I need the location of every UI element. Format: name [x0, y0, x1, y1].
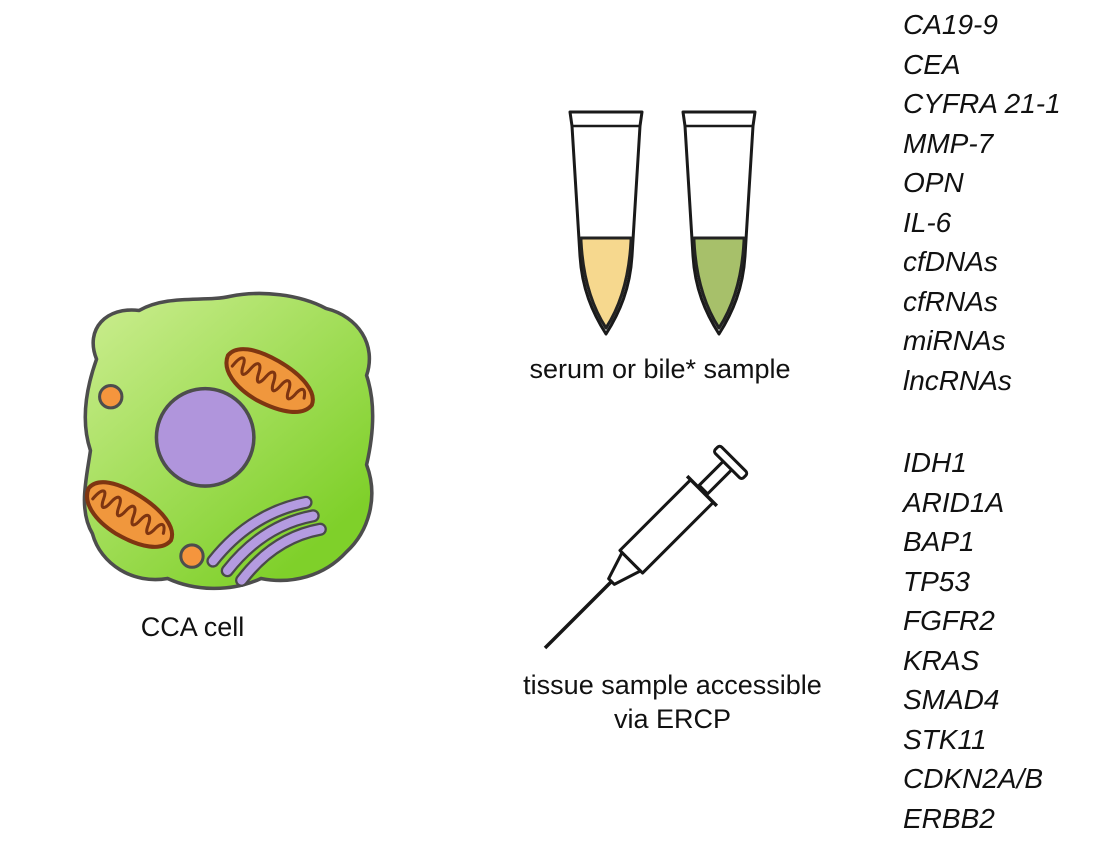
biomarker-item: CDKN2A/B — [903, 763, 1044, 794]
biomarker-item: cfDNAs — [903, 246, 998, 277]
golgi-band — [208, 498, 311, 566]
tube-serum — [568, 110, 644, 336]
serum-liquid — [579, 236, 633, 330]
serum-sample-label: serum or bile* sample — [529, 354, 791, 384]
golgi-apparatus — [206, 495, 327, 587]
biomarker-item: cfRNAs — [903, 285, 998, 317]
golgi-band — [237, 524, 325, 585]
biomarker-item: miRNAs — [903, 325, 1006, 356]
cell-label: CCA cell — [140, 612, 245, 642]
biomarker-item: IDH1 — [903, 447, 967, 478]
biomarker-item: lncRNAs — [903, 364, 1012, 396]
syringe-flange — [685, 474, 719, 508]
biomarker-item: ARID1A — [903, 486, 1005, 518]
golgi-band — [222, 511, 318, 575]
biomarker-item: KRAS — [903, 644, 980, 676]
biomarker-item: FGFR2 — [903, 605, 995, 636]
biomarker-item: BAP1 — [903, 526, 975, 557]
biomarker-item: CYFRA 21-1 — [903, 88, 1061, 119]
cca-cell-illustration — [60, 291, 375, 591]
nucleus — [154, 386, 256, 488]
vesicle-bottom — [179, 543, 205, 569]
biomarker-item: CA19-9 — [903, 9, 998, 40]
sample-tubes-illustration — [568, 110, 757, 336]
biomarker-item: IL-6 — [903, 206, 952, 238]
biomarker-item: TP53 — [903, 565, 970, 597]
syringe-illustration — [543, 444, 749, 650]
vesicle-left — [98, 384, 124, 410]
biomarker-item: STK11 — [903, 723, 987, 755]
biomarker-item: SMAD4 — [903, 684, 1000, 715]
tube-bile — [681, 110, 757, 336]
tissue-sample-label: tissue sample accessible via ERCP — [480, 668, 865, 736]
fluid-biomarker-list: CA19-9 CEA CYFRA 21-1 MMP-7 OPN IL-6 cfD… — [903, 5, 1061, 400]
biomarker-item: MMP-7 — [903, 127, 994, 159]
tissue-sample-label-line2: via ERCP — [613, 704, 732, 734]
bile-liquid — [692, 236, 746, 330]
syringe-needle — [543, 580, 613, 650]
biomarker-item: CEA — [903, 48, 961, 80]
tissue-biomarker-list: IDH1 ARID1A BAP1 TP53 FGFR2 KRAS SMAD4 S… — [903, 443, 1043, 838]
tissue-sample-label-line1: tissue sample accessible — [523, 670, 822, 700]
biomarker-item: OPN — [903, 167, 964, 198]
syringe-barrel — [618, 478, 715, 575]
syringe-plunger-handle — [713, 444, 749, 480]
biomarker-item: ERBB2 — [903, 802, 995, 834]
